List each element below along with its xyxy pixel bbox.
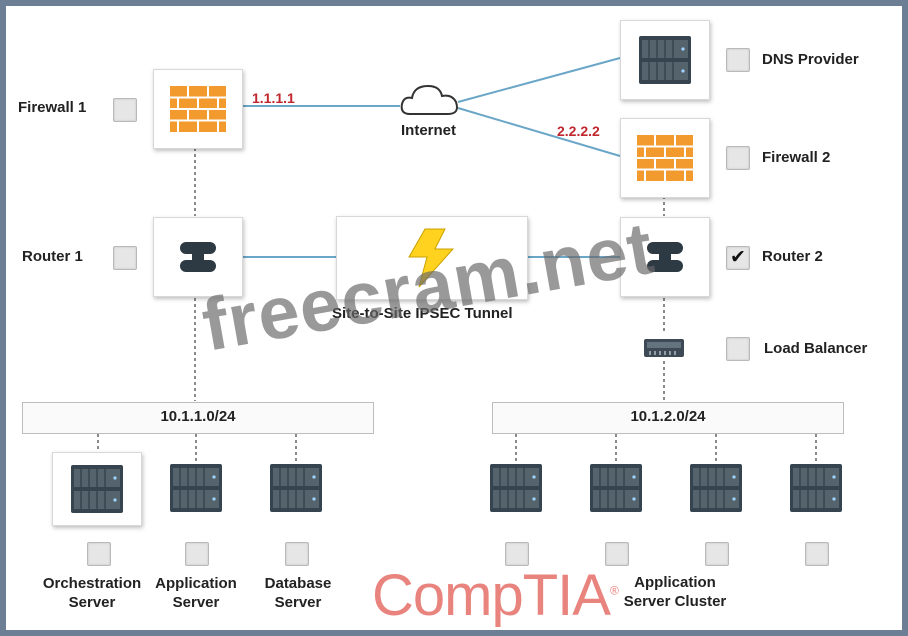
server-rack-icon bbox=[170, 464, 222, 512]
server-rack-icon bbox=[590, 464, 642, 512]
router-icon bbox=[180, 242, 216, 272]
cluster-server-2-checkbox[interactable] bbox=[605, 542, 629, 566]
ipsec-tunnel-node bbox=[336, 216, 528, 300]
firewall-brick-icon bbox=[637, 135, 693, 181]
link-internet-fw2 bbox=[457, 107, 621, 157]
fw2-ip-label: 2.2.2.2 bbox=[557, 123, 600, 139]
firewall-2-checkbox[interactable] bbox=[726, 146, 750, 170]
cluster-server-1-checkbox[interactable] bbox=[505, 542, 529, 566]
dns-provider-label: DNS Provider bbox=[762, 51, 859, 68]
router-1-node bbox=[153, 217, 243, 297]
router-2-node bbox=[620, 217, 710, 297]
load-balancer-icon bbox=[644, 339, 684, 357]
cluster-server-4-checkbox[interactable] bbox=[805, 542, 829, 566]
firewall-2-label: Firewall 2 bbox=[762, 149, 831, 166]
orchestration-server-node bbox=[52, 452, 142, 526]
server-rack-icon bbox=[71, 465, 123, 513]
server-rack-icon bbox=[490, 464, 542, 512]
router-icon bbox=[647, 242, 683, 272]
cloud-icon bbox=[400, 84, 458, 115]
firewall-2-node bbox=[620, 118, 710, 198]
application-server-checkbox[interactable] bbox=[185, 542, 209, 566]
load-balancer-label: Load Balancer bbox=[764, 340, 868, 357]
server-rack-icon bbox=[690, 464, 742, 512]
tunnel-label: Site-to-Site IPSEC Tunnel bbox=[332, 305, 513, 322]
router-2-checkbox[interactable] bbox=[726, 246, 750, 270]
subnet-left-bar: 10.1.1.0/24 bbox=[22, 402, 374, 434]
lightning-bolt-icon bbox=[408, 228, 455, 288]
orchestration-server-label: Orchestration Server bbox=[42, 575, 142, 611]
dns-provider-node bbox=[620, 20, 710, 100]
router-1-label: Router 1 bbox=[22, 248, 83, 265]
fw1-ip-label: 1.1.1.1 bbox=[252, 90, 295, 106]
internet-label: Internet bbox=[401, 122, 457, 139]
load-balancer-checkbox[interactable] bbox=[726, 337, 750, 361]
server-rack-icon bbox=[270, 464, 322, 512]
server-rack-icon bbox=[790, 464, 842, 512]
database-server-label: Database Server bbox=[264, 575, 332, 611]
link-internet-dns bbox=[457, 57, 621, 103]
application-server-cluster-label: Application Server Cluster bbox=[623, 574, 727, 610]
database-server-checkbox[interactable] bbox=[285, 542, 309, 566]
orchestration-server-checkbox[interactable] bbox=[87, 542, 111, 566]
comptia-logo: CompTIA® bbox=[372, 563, 619, 628]
firewall-brick-icon bbox=[170, 86, 226, 132]
dns-provider-checkbox[interactable] bbox=[726, 48, 750, 72]
application-server-label: Application Server bbox=[155, 575, 237, 611]
server-rack-icon bbox=[639, 36, 691, 84]
router-2-label: Router 2 bbox=[762, 248, 823, 265]
firewall-1-label: Firewall 1 bbox=[18, 99, 87, 116]
cluster-server-3-checkbox[interactable] bbox=[705, 542, 729, 566]
subnet-right-bar: 10.1.2.0/24 bbox=[492, 402, 844, 434]
firewall-1-node bbox=[153, 69, 243, 149]
network-diagram: Firewall 1 1.1.1.1 Internet DNS Provider bbox=[6, 6, 902, 630]
router-1-checkbox[interactable] bbox=[113, 246, 137, 270]
firewall-1-checkbox[interactable] bbox=[113, 98, 137, 122]
connection-lines bbox=[97, 57, 817, 464]
